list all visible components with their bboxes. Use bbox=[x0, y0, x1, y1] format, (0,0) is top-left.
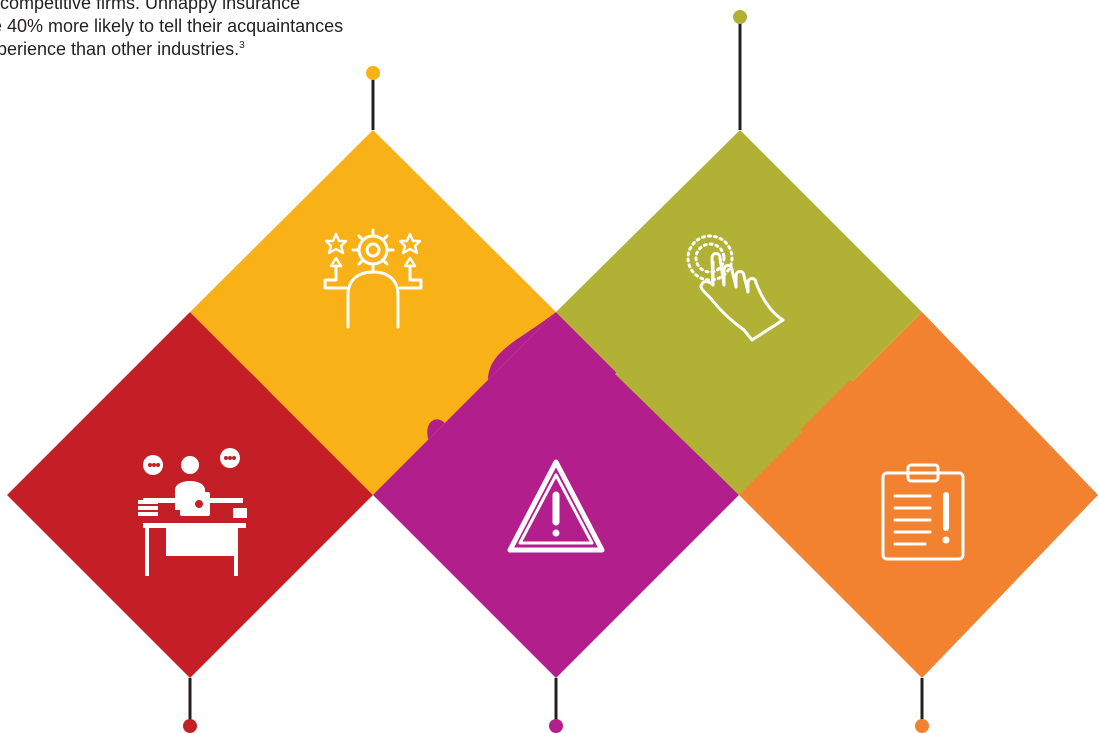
intro-paragraph: competitive firms. Unhappy insurance e 4… bbox=[0, 0, 520, 61]
footnote-marker: 3 bbox=[239, 40, 245, 51]
connector-dot-yellow bbox=[366, 66, 380, 80]
connector-dot-olive bbox=[733, 10, 747, 24]
puzzle-pieces bbox=[7, 130, 1098, 678]
connector-orange bbox=[915, 678, 929, 733]
connector-dot-magenta bbox=[549, 719, 563, 733]
stressed-worker-icon bbox=[138, 448, 247, 576]
connector-dot-orange bbox=[915, 719, 929, 733]
talent-gear-icon bbox=[323, 228, 423, 329]
intro-line-2: e 40% more likely to tell their acquaint… bbox=[0, 16, 344, 36]
intro-line-3-text: xperience than other industries. bbox=[0, 39, 240, 59]
intro-line-3: xperience than other industries.3 bbox=[0, 38, 520, 61]
connector-yellow bbox=[366, 66, 380, 130]
connectors bbox=[183, 10, 929, 733]
connector-olive bbox=[733, 10, 747, 130]
touch-hand-icon bbox=[686, 234, 785, 342]
intro-line-1: competitive firms. Unhappy insurance bbox=[0, 0, 301, 13]
connector-dot-red bbox=[183, 719, 197, 733]
connector-magenta bbox=[549, 678, 563, 733]
connector-red bbox=[183, 678, 197, 733]
warning-icon bbox=[507, 459, 605, 553]
icons bbox=[138, 228, 965, 576]
clipboard-alert-icon bbox=[881, 463, 965, 561]
